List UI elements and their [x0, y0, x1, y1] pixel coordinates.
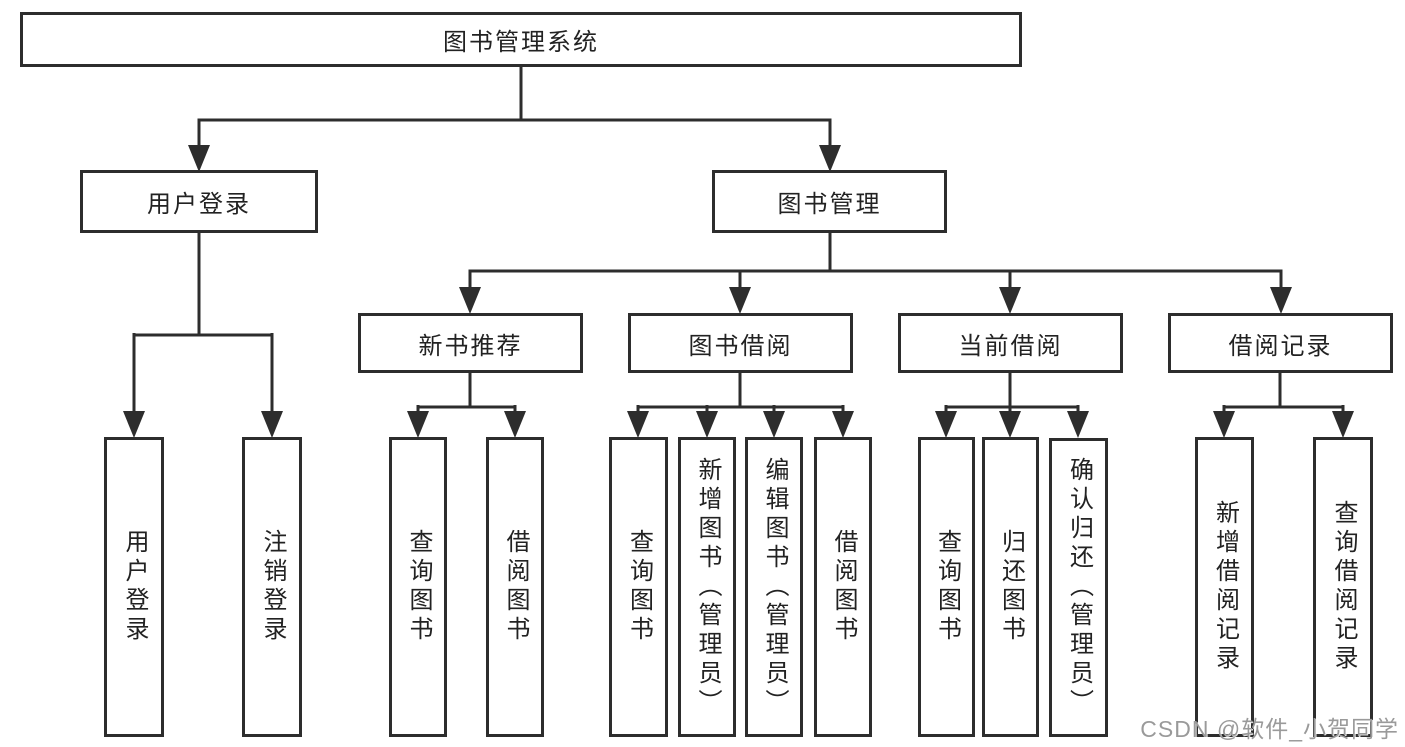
leaf-label: 借阅图书	[502, 529, 529, 645]
leaf-label: 确认归还（管理员）	[1065, 457, 1093, 718]
node-book-borrowing: 图书借阅	[628, 313, 853, 373]
leaf-label: 新增图书（管理员）	[694, 456, 721, 718]
leaf-edit-books-admin: 编辑图书（管理员）	[745, 437, 803, 737]
node-current-borrowing: 当前借阅	[898, 313, 1123, 373]
leaf-label: 查询图书	[625, 529, 653, 645]
leaf-label: 查询借阅记录	[1330, 500, 1357, 674]
leaf-query-books-borrow: 查询图书	[609, 437, 668, 737]
node-new-book-recommendation: 新书推荐	[358, 313, 583, 373]
node-borrowing-records: 借阅记录	[1168, 313, 1393, 373]
csdn-watermark: CSDN @软件_小贺同学	[1140, 716, 1399, 742]
leaf-label: 用户登录	[121, 529, 148, 645]
leaf-label: 查询图书	[405, 529, 432, 645]
leaf-query-books-current: 查询图书	[918, 437, 975, 737]
leaf-add-books-admin: 新增图书（管理员）	[678, 437, 736, 737]
node-book-management: 图书管理	[712, 170, 947, 233]
leaf-borrow-books: 借阅图书	[814, 437, 872, 737]
node-library-management-system: 图书管理系统	[20, 12, 1022, 67]
leaf-confirm-return-admin: 确认归还（管理员）	[1049, 438, 1108, 737]
leaf-borrow-books-recommend: 借阅图书	[486, 437, 544, 737]
leaf-label: 借阅图书	[830, 529, 857, 645]
arrowheads	[123, 145, 1354, 438]
leaf-label: 查询图书	[933, 529, 961, 645]
leaf-query-borrow-record: 查询借阅记录	[1313, 437, 1373, 737]
node-user-login: 用户登录	[80, 170, 318, 233]
leaf-label: 新增借阅记录	[1211, 500, 1239, 674]
leaf-return-books: 归还图书	[982, 437, 1039, 737]
leaf-add-borrow-record: 新增借阅记录	[1195, 437, 1254, 737]
leaf-label: 编辑图书（管理员）	[761, 456, 788, 718]
leaf-label: 归还图书	[997, 529, 1025, 645]
leaf-user-login: 用户登录	[104, 437, 164, 737]
leaf-label: 注销登录	[259, 529, 286, 645]
leaf-logout-login: 注销登录	[242, 437, 302, 737]
leaf-query-books-recommend: 查询图书	[389, 437, 447, 737]
